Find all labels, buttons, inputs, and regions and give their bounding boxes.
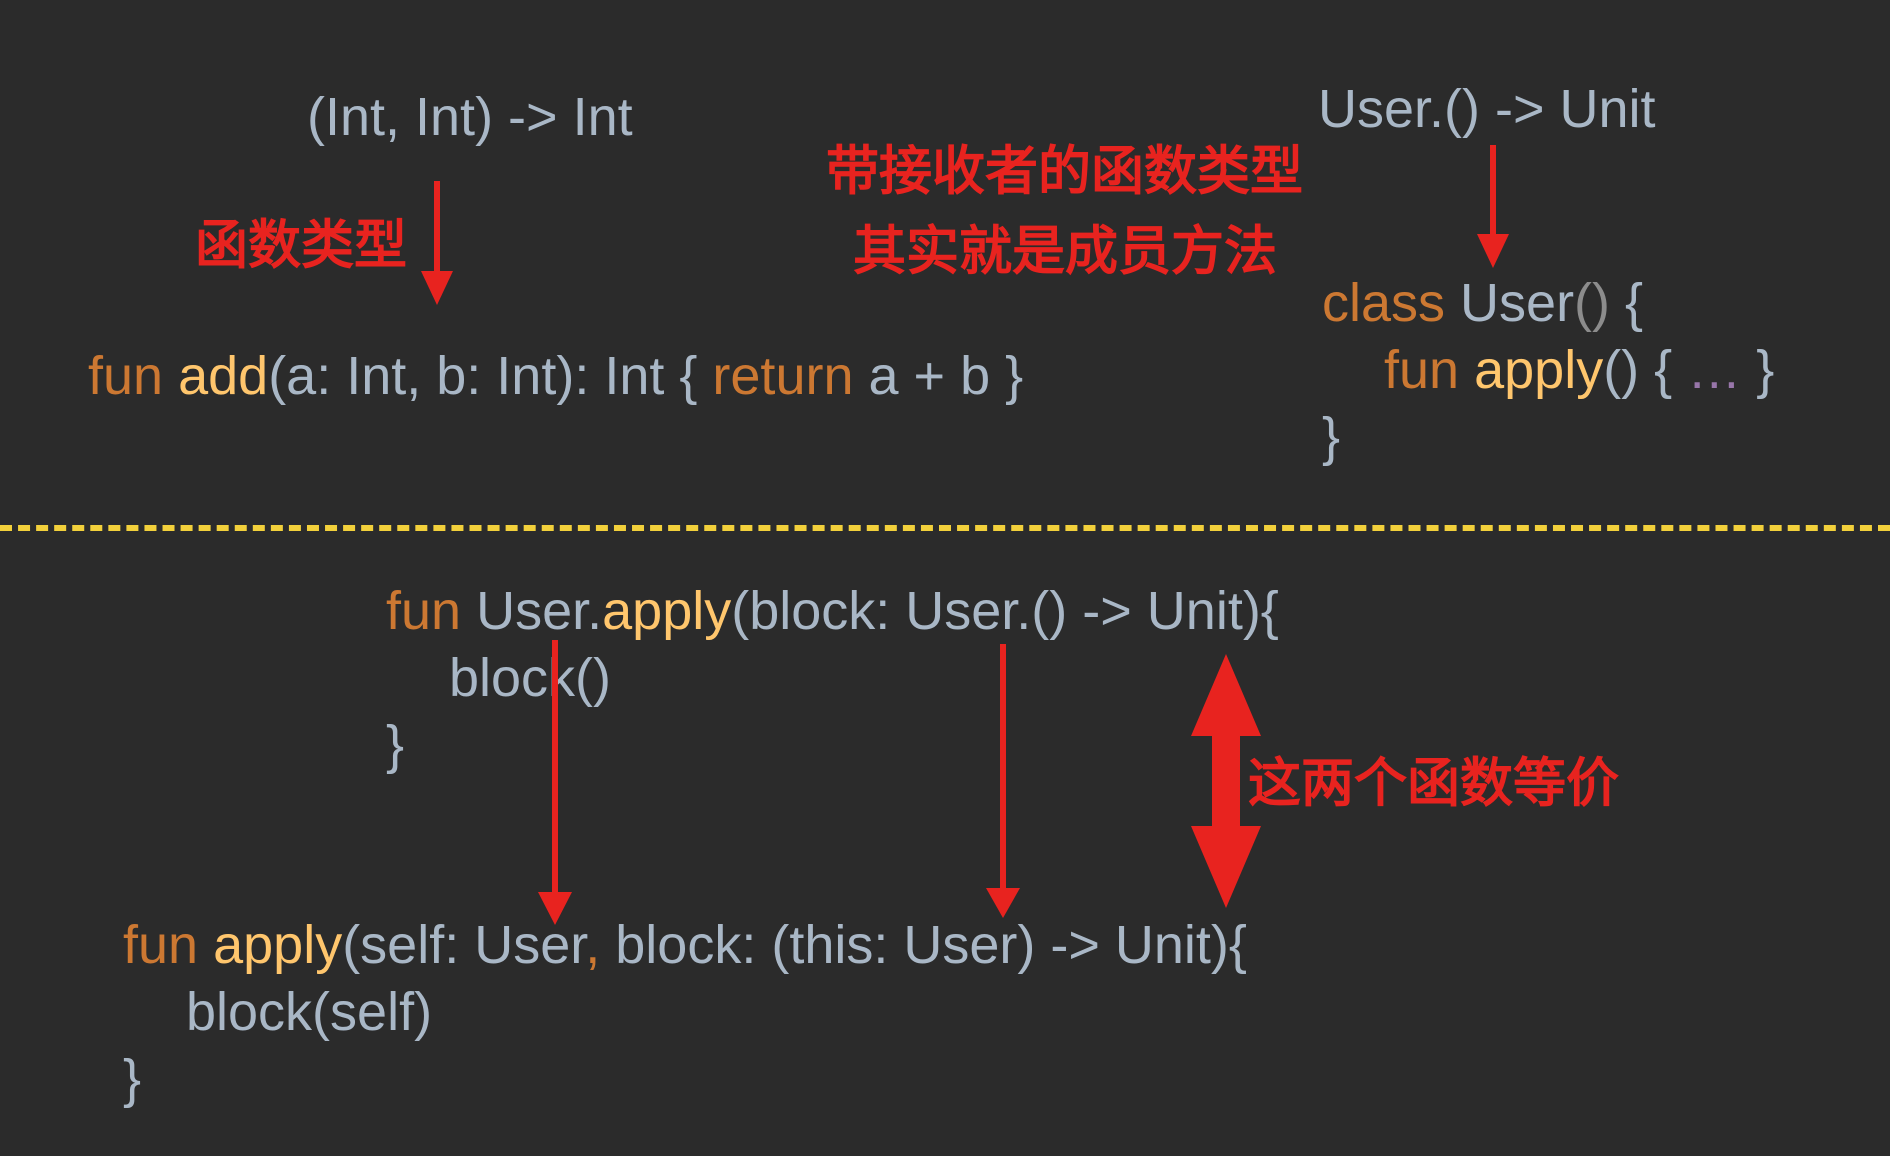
member-apply-sig: () { — [1603, 340, 1688, 400]
function-name-apply: apply — [213, 915, 343, 975]
class-close-brace: } — [1322, 407, 1341, 467]
equivalence-label: 这两个函数等价 — [1248, 753, 1619, 814]
plain-apply-params-a: (self: User — [342, 915, 586, 975]
plain-apply-line3: } — [123, 1049, 142, 1109]
keyword-return: return — [712, 346, 854, 406]
keyword-fun: fun — [386, 581, 462, 641]
receiver-type-signature: User.() -> Unit — [1318, 79, 1656, 139]
extension-apply-line2: block() — [449, 648, 612, 708]
function-type-label: 函数类型 — [195, 215, 407, 276]
keyword-fun: fun — [1384, 340, 1460, 400]
extension-apply-line1: fun User.apply(block: User.() -> Unit){ — [386, 584, 1279, 638]
keyword-fun: fun — [123, 915, 199, 975]
class-parens: () — [1574, 273, 1611, 333]
function-name-apply: apply — [602, 581, 732, 641]
receiver-type-note-line2: 其实就是成员方法 — [853, 221, 1277, 282]
extension-apply-line3: } — [386, 715, 405, 775]
plain-apply-line1: fun apply(self: User, block: (this: User… — [123, 918, 1247, 972]
class-name: User — [1445, 273, 1575, 333]
class-user-line: class User() { — [1322, 276, 1643, 330]
keyword-fun: fun — [88, 346, 164, 406]
class-open-brace: { — [1610, 273, 1644, 333]
ellipsis: … — [1687, 340, 1742, 400]
equivalence-double-arrow — [1191, 654, 1261, 908]
function-type-signature: (Int, Int) -> Int — [307, 87, 633, 147]
section-divider — [0, 525, 1890, 531]
receiver-user: User. — [461, 581, 603, 641]
add-body: a + b } — [853, 346, 1024, 406]
add-function-code: fun add(a: Int, b: Int): Int { return a … — [88, 349, 1023, 403]
plain-apply-line2: block(self) — [186, 982, 433, 1042]
plain-apply-params-b: block: (this: User) -> Unit){ — [600, 915, 1247, 975]
receiver-type-note-line1: 带接收者的函数类型 — [826, 141, 1303, 202]
member-apply-close: } — [1741, 340, 1775, 400]
function-name-apply: apply — [1474, 340, 1604, 400]
function-name-add: add — [178, 346, 269, 406]
receiver-mapping-arrow — [986, 644, 1020, 918]
function-type-arrow — [421, 181, 453, 305]
extension-apply-params: (block: User.() -> Unit){ — [731, 581, 1279, 641]
add-params: (a: Int, b: Int): Int { — [268, 346, 713, 406]
member-apply-line: fun apply() { … } — [1384, 343, 1774, 397]
keyword-class: class — [1322, 273, 1446, 333]
receiver-type-arrow — [1477, 145, 1509, 268]
comma: , — [585, 915, 601, 975]
block-mapping-arrow — [538, 640, 572, 925]
